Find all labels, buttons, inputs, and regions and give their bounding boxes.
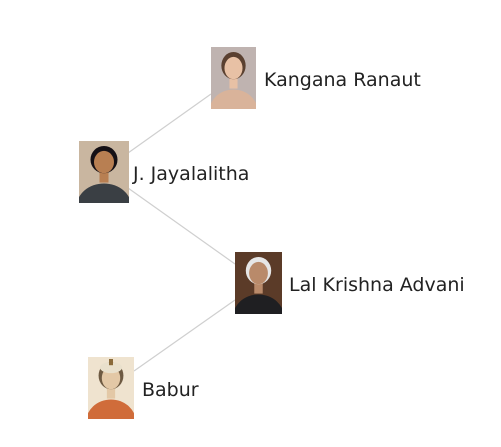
edge-advani-babur — [133, 299, 236, 372]
edge-jayalalitha-advani — [127, 187, 236, 265]
node-kangana[interactable]: Kangana Ranaut — [209, 47, 421, 137]
node-babur[interactable]: Babur — [86, 357, 199, 447]
node-label-kangana[interactable]: Kangana Ranaut — [264, 69, 421, 91]
edge-jayalalitha-kangana — [127, 93, 212, 154]
graph-edges — [127, 93, 236, 372]
node-advani[interactable]: Lal Krishna Advani — [233, 252, 465, 342]
portrait-man-elderly-photo[interactable] — [233, 252, 285, 342]
portrait-woman-saree-photo[interactable] — [77, 141, 132, 231]
node-label-jayalalitha[interactable]: J. Jayalalitha — [132, 163, 249, 185]
miniature-painting-emperor-photo[interactable] — [86, 357, 137, 447]
node-label-babur[interactable]: Babur — [142, 379, 199, 401]
node-jayalalitha[interactable]: J. Jayalalitha — [77, 141, 250, 231]
portrait-woman-fair-photo[interactable] — [209, 47, 259, 137]
node-label-advani[interactable]: Lal Krishna Advani — [289, 274, 465, 296]
